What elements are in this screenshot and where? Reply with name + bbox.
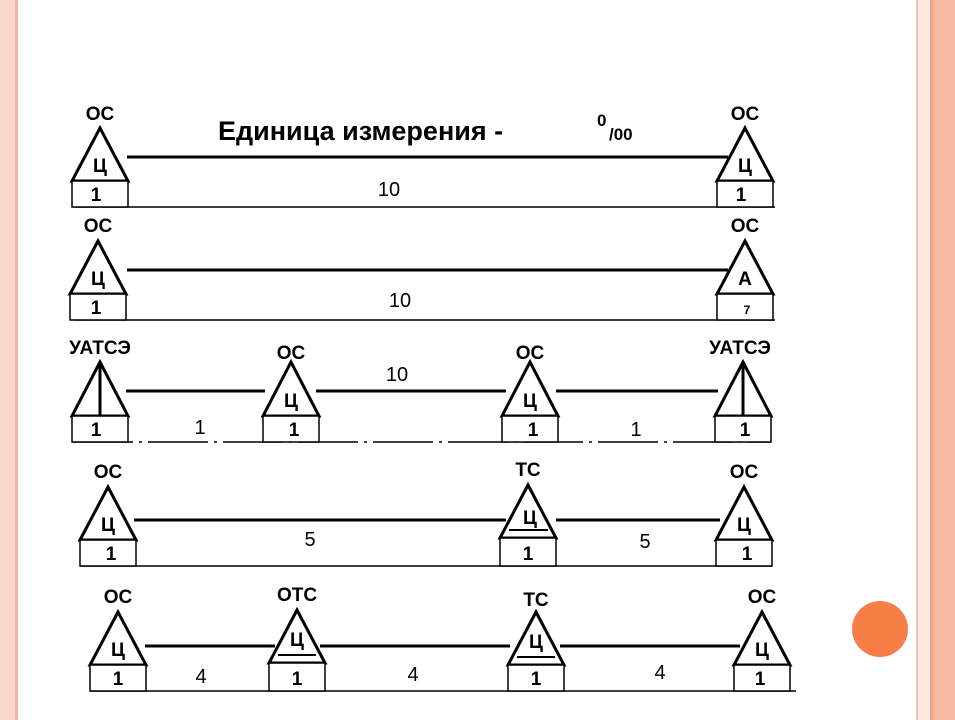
station: УАТСЭ 1 (709, 338, 774, 443)
profile-row-3: УАТСЭ 1 ОС Ц 1 ОС Ц 1 УАТСЭ 1 1 10 1 (69, 338, 774, 443)
station-label: ОС (730, 462, 759, 483)
gradient-value: 10 (386, 364, 408, 386)
station: ТС Ц 1 (505, 590, 567, 692)
station: ОС Ц 1 (67, 216, 129, 321)
gradient-value: 10 (389, 290, 411, 312)
station-box-value: 1 (740, 420, 751, 441)
station-label: ОС (731, 104, 760, 125)
station: ОС Ц 1 (499, 343, 561, 443)
station-label: УАТСЭ (709, 338, 771, 359)
station-label: ОС (516, 343, 545, 364)
slide-frame-right-inner (916, 0, 930, 720)
profile-row-5: ОС Ц 1 ОТС Ц 1 ТС Ц 1 ОС Ц 1 4 4 (87, 585, 796, 692)
station-box-value: 1 (289, 420, 300, 441)
station-box-value: 1 (755, 669, 766, 690)
station-box-value: 1 (91, 420, 102, 441)
profile-row-4: ОС Ц 1 ТС Ц 1 ОС Ц 1 5 5 (77, 460, 775, 567)
station-label: ОС (104, 587, 133, 608)
gradient-value: 1 (630, 419, 641, 441)
gradient-value: 5 (304, 529, 315, 551)
station-glyph: Ц (529, 632, 543, 653)
station-glyph: Ц (290, 630, 304, 651)
gradient-value: 4 (195, 666, 206, 688)
station-box-value: 1 (292, 669, 303, 690)
station-box-value: 1 (91, 298, 102, 319)
profile-row-1: ОС Ц 1 ОС Ц 1 10 (69, 104, 776, 208)
station-box-value: 1 (742, 544, 753, 565)
title-unit: /00 (609, 125, 633, 144)
station-box-value: 1 (106, 544, 117, 565)
station-label: ОС (748, 587, 777, 608)
gradient-value: 1 (194, 417, 205, 439)
station: ОС Ц 1 (731, 587, 793, 692)
station-glyph: Ц (523, 391, 537, 412)
station-glyph: Ц (91, 269, 105, 290)
station-glyph: Ц (737, 515, 751, 536)
station-glyph: Ц (738, 156, 752, 177)
station: ОТС Ц 1 (266, 585, 328, 692)
station-glyph: Ц (93, 156, 107, 177)
station: ОС А 7 (714, 216, 776, 321)
station-box-value: 1 (113, 669, 124, 690)
station: ОС Ц 1 (714, 104, 776, 208)
station-label: ОС (84, 216, 113, 237)
station: ОС Ц 1 (713, 462, 775, 567)
station-box-value: 7 (744, 303, 751, 317)
station: ОС Ц 1 (260, 343, 322, 443)
station-glyph: Ц (284, 391, 298, 412)
station-label: ОС (731, 216, 760, 237)
gradient-value: 4 (407, 664, 418, 686)
slide-frame-right-outer (930, 0, 955, 720)
station-label: ОС (94, 462, 123, 483)
station: ТС Ц 1 (497, 460, 559, 567)
station: УАТСЭ 1 (69, 338, 131, 443)
slide-frame-left (0, 0, 18, 720)
station-glyph: Ц (755, 640, 769, 661)
station-glyph: Ц (101, 515, 115, 536)
station-box-value: 1 (91, 185, 102, 206)
profile-row-2: ОС Ц 1 ОС А 7 10 (67, 216, 776, 321)
diagram-title: Единица измерения - 0 /00 (218, 111, 633, 146)
station-glyph: А (738, 269, 752, 290)
title-text: Единица измерения - (218, 116, 503, 146)
gradient-value: 10 (378, 179, 400, 201)
station-glyph: Ц (111, 640, 125, 661)
station-label: ОС (86, 104, 115, 125)
station: ОС Ц 1 (69, 104, 131, 208)
station: ОС Ц 1 (77, 462, 139, 567)
station-box-value: 1 (736, 185, 747, 206)
gradient-value: 4 (654, 662, 665, 684)
station-box-value: 1 (523, 544, 534, 565)
station-label: ТС (523, 590, 549, 611)
title-superscript: 0 (597, 111, 606, 130)
station: ОС Ц 1 (87, 587, 149, 692)
accent-circle (852, 601, 908, 657)
gradient-value: 5 (639, 531, 650, 553)
station-label: ТС (515, 460, 541, 481)
station-label: УАТСЭ (69, 338, 131, 359)
station-glyph: Ц (523, 508, 537, 529)
station-box-value: 1 (531, 669, 542, 690)
station-label: ОС (277, 343, 306, 364)
station-box-value: 1 (528, 420, 539, 441)
station-label: ОТС (277, 585, 317, 606)
